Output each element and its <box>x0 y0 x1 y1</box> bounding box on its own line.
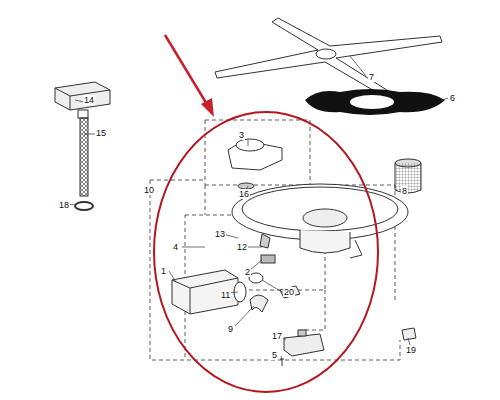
callout-number: 11 <box>220 290 231 300</box>
callout-number: 13 <box>214 229 226 239</box>
callout-number: 15 <box>95 128 107 138</box>
callout-number: 3 <box>238 130 245 140</box>
callout-number: 10 <box>143 185 155 195</box>
callout-number: 16 <box>238 189 250 199</box>
callout-number: 5 <box>271 350 278 360</box>
callout-number: 12 <box>236 242 248 252</box>
callout-number: 18 <box>58 200 70 210</box>
callout-number: 17 <box>271 331 283 341</box>
callout-number: 19 <box>405 345 417 355</box>
callout-number: 2 <box>244 267 251 277</box>
callout-number: 8 <box>401 186 408 196</box>
callout-number: 7 <box>368 72 375 82</box>
callout-number: 1 <box>160 266 167 276</box>
callout-number: 9 <box>227 324 234 334</box>
callout-number: 4 <box>172 242 179 252</box>
callout-number: 20 <box>283 287 295 297</box>
callout-number: 14 <box>83 95 95 105</box>
callout-number: 6 <box>449 93 456 103</box>
